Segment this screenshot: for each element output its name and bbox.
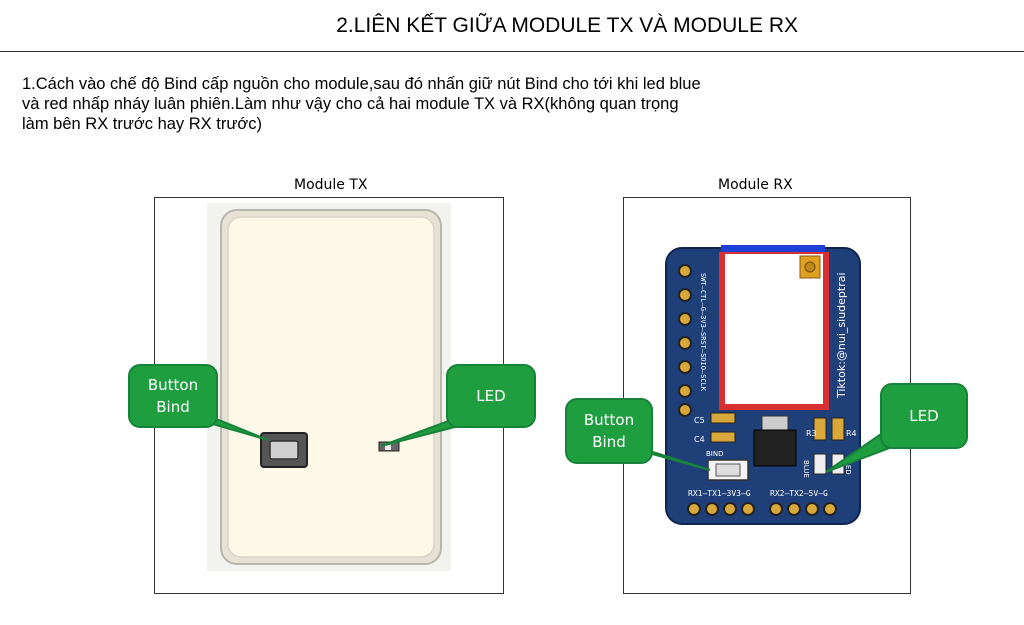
rx-bottom-left-label: RX1—TX1—3V3—G xyxy=(688,489,751,498)
callout-text: Button xyxy=(147,376,199,394)
tx-module-image xyxy=(207,203,451,571)
instruction-line: làm bên RX trước hay RX trước) xyxy=(22,115,262,133)
rx-bind-button xyxy=(707,459,749,481)
callout-text: LED xyxy=(909,407,939,425)
tx-button-callout: Button Bind xyxy=(128,364,218,428)
rx-panel: SWT—CTL—G—3V3—SRST—SDIO—SCLK Tiktok:@nui… xyxy=(623,197,911,594)
tx-caption: Module TX xyxy=(294,177,368,193)
callout-text: LED xyxy=(476,387,506,405)
callout-text: Bind xyxy=(592,433,626,451)
tx-bind-button xyxy=(260,432,308,468)
rx-blue-label: BLUE xyxy=(802,460,810,478)
rx-bind-label: BIND xyxy=(706,450,724,458)
rx-button-callout: Button Bind xyxy=(565,398,653,464)
rx-c4-label: C4 xyxy=(694,435,705,444)
callout-text: Bind xyxy=(156,398,190,416)
title-divider xyxy=(0,51,1024,52)
rx-red-label: RED xyxy=(844,460,852,475)
rx-caption: Module RX xyxy=(718,177,793,193)
rx-c5-label: C5 xyxy=(694,416,705,425)
rx-left-header-label: SWT—CTL—G—3V3—SRST—SDIO—SCLK xyxy=(699,273,707,392)
callout-text: Button xyxy=(583,411,635,429)
page-title: 2.LIÊN KẾT GIỮA MODULE TX VÀ MODULE RX xyxy=(336,14,798,37)
rx-r3-label: R3 xyxy=(806,429,817,438)
tx-panel xyxy=(154,197,504,594)
tx-led-callout: LED xyxy=(446,364,536,428)
rx-bottom-right-label: RX2—TX2—5V—G xyxy=(770,489,828,498)
rx-watermark: Tiktok:@nui_siudeptrai xyxy=(835,272,848,399)
rx-led-callout: LED xyxy=(880,383,968,449)
rx-bottom-header xyxy=(687,502,837,516)
instruction-text: 1.Cách vào chế độ Bind cấp nguồn cho mod… xyxy=(22,74,882,134)
rx-module-image: SWT—CTL—G—3V3—SRST—SDIO—SCLK Tiktok:@nui… xyxy=(665,245,861,525)
rx-left-header xyxy=(678,264,692,417)
instruction-line: và red nhấp nháy luân phiên.Làm như vậy … xyxy=(22,95,679,113)
instruction-line: 1.Cách vào chế độ Bind cấp nguồn cho mod… xyxy=(22,75,701,93)
rx-r4-label: R4 xyxy=(846,429,857,438)
